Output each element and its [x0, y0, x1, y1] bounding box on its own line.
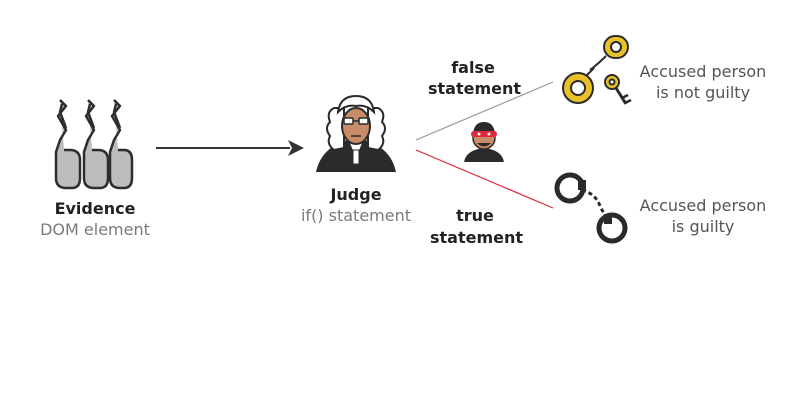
evidence-to-judge-arrow [156, 140, 304, 156]
not-guilty-label-line2: is not guilty [655, 83, 751, 102]
judge-title: Judge [330, 185, 382, 204]
judge-subtitle: if() statement [300, 206, 412, 225]
evidence-icon [54, 99, 134, 190]
judge-icon [316, 94, 396, 172]
handcuffs-icon [554, 172, 628, 244]
false-branch-label-line1: false [451, 58, 495, 77]
true-branch-line [415, 149, 554, 209]
masked-criminal-icon [464, 122, 504, 162]
not-guilty-label-line1: Accused person [639, 62, 767, 81]
guilty-label-line1: Accused person [639, 196, 767, 215]
false-branch-line [415, 81, 554, 141]
evidence-subtitle: DOM element [40, 220, 150, 239]
true-branch-label-line2: statement [430, 228, 524, 247]
unlocked-handcuffs-with-key-icon [562, 35, 632, 105]
guilty-label-line2: is guilty [671, 217, 735, 236]
true-branch-label-line1: true [456, 206, 494, 225]
false-branch-label-line2: statement [428, 79, 522, 98]
evidence-title: Evidence [54, 199, 136, 218]
